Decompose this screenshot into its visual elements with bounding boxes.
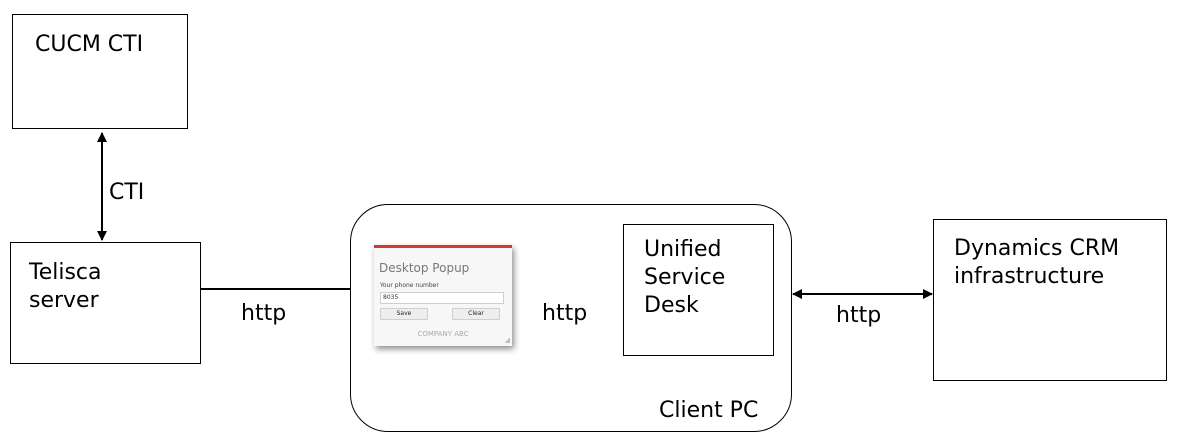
cucm-cti-box: CUCM CTI [12,14,188,129]
popup-usd-edge-label: http [542,301,588,326]
resize-grip-icon[interactable]: ◢ [504,336,510,344]
unified-service-desk-box: Unified Service Desk [623,224,774,356]
telisca-server-label: Telisca server [29,260,102,313]
cti-edge-label: CTI [109,180,145,205]
unified-service-desk-label: Unified Service Desk [644,237,726,318]
popup-footer: COMPANY ABC [417,330,469,338]
usd-crm-edge-label: http [836,303,882,328]
dynamics-crm-box: Dynamics CRM infrastructure [933,219,1167,381]
phone-number-label: Your phone number [380,282,439,289]
popup-title: Desktop Popup [379,261,470,275]
save-button[interactable]: Save [380,308,428,320]
desktop-popup-window: Desktop Popup Your phone number 8035 Sav… [374,245,512,346]
dynamics-crm-label: Dynamics CRM infrastructure [954,236,1120,289]
telisca-server-box: Telisca server [10,242,201,364]
client-pc-label: Client PC [659,398,759,423]
phone-number-input[interactable]: 8035 [380,292,504,304]
telisca-popup-edge-label: http [241,301,287,326]
cucm-cti-label: CUCM CTI [35,32,144,57]
clear-button[interactable]: Clear [452,308,500,320]
